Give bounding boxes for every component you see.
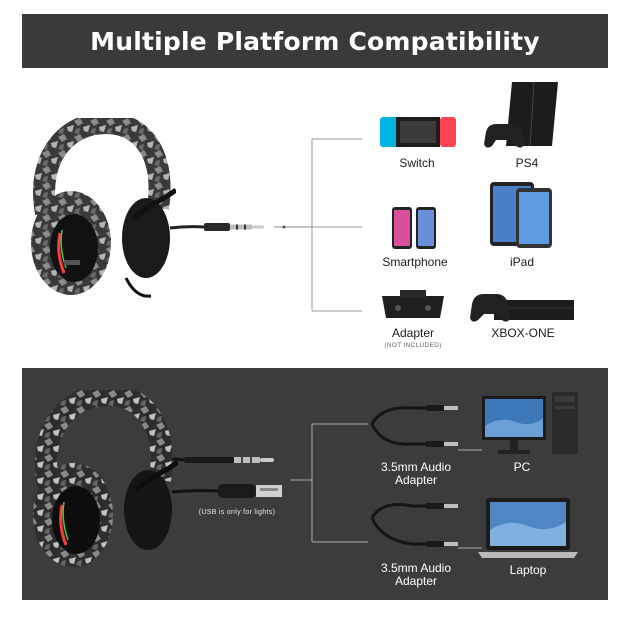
device-label-xbox-one: XBOX-ONE [491, 326, 555, 340]
pc-connection-diagram [161, 405, 482, 549]
headset-image [31, 118, 176, 298]
page-title: Multiple Platform Compatibility [22, 14, 608, 68]
adapter-label-laptop: 3.5mm Audio Adapter [380, 561, 452, 588]
switch-console-icon [380, 117, 456, 147]
device-label-ipad: iPad [509, 255, 535, 269]
pc-compatibility-panel: (USB is only for lights) 3.5mm Audio Ada… [22, 368, 608, 600]
console-compatibility-panel: Switch PS4 Smartphone iPad Adapter (NOT … [22, 68, 608, 360]
laptop-icon [478, 498, 578, 558]
ipad-icon [490, 182, 552, 248]
usb-lights-note: (USB is only for lights) [198, 509, 276, 516]
device-label-laptop: Laptop [509, 563, 547, 577]
xbox-adapter-icon [382, 290, 444, 318]
desktop-pc-icon [482, 392, 578, 454]
xbox-one-console-icon [470, 294, 574, 322]
ps4-console-icon [484, 81, 558, 148]
device-label-pc: PC [513, 460, 531, 474]
adapter-not-included-note: (NOT INCLUDED) [384, 342, 442, 349]
smartphone-icon [392, 207, 436, 249]
adapter-label-pc: 3.5mm Audio Adapter [380, 460, 452, 487]
headset-image-pc [33, 390, 178, 567]
device-label-ps4: PS4 [515, 156, 539, 170]
device-label-adapter: Adapter [391, 326, 435, 340]
device-label-smartphone: Smartphone [382, 255, 448, 269]
connection-diagram [169, 138, 362, 312]
device-label-switch: Switch [399, 156, 435, 170]
